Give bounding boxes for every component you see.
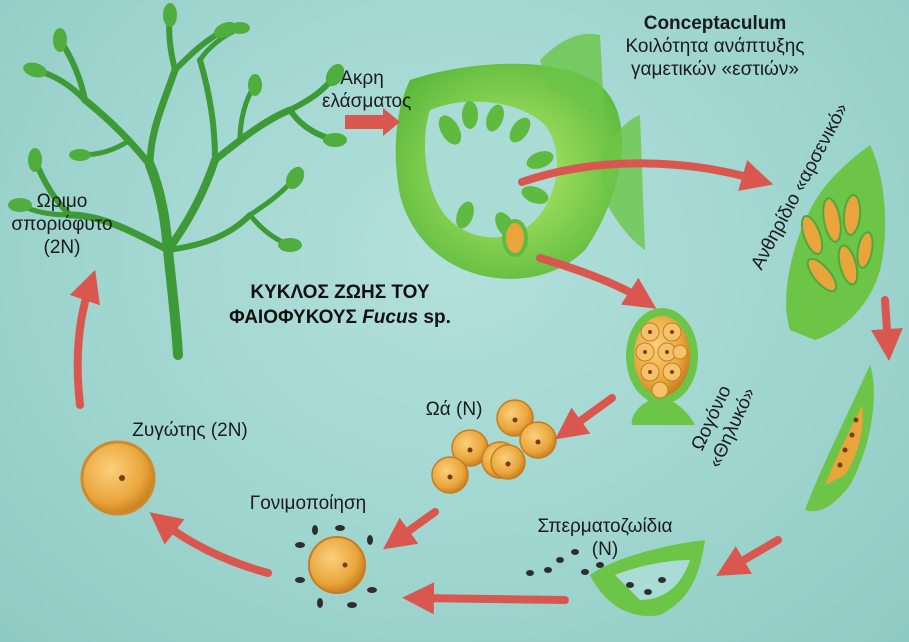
title-prefix: ΦΑΙΟΦΥΚΟΥΣ <box>229 307 357 328</box>
eggs-label-text: Ωά (Ν) <box>425 399 483 420</box>
diagram-title: ΚΥΚΛΟΣ ΖΩΗΣ ΤΟΥ ΦΑΙΟΦΥΚΟΥΣ Fucus sp. <box>205 280 475 330</box>
arrow-oogonium-to-eggs <box>555 394 616 440</box>
zygote-label-text: Ζυγώτης (2Ν) <box>132 420 248 441</box>
arrow-antheridium-down <box>870 296 903 361</box>
zygote-cell <box>80 440 156 516</box>
arrow-sperm-to-fertilization <box>402 582 569 615</box>
arrow-spindle-to-sperm <box>716 536 782 577</box>
conceptaculum-desc-line1: Κοιλότητα ανάπτυξης <box>625 36 805 57</box>
arrow-zygote-to-sporophyte <box>69 269 100 409</box>
sperm-label-line2: (Ν) <box>591 539 619 560</box>
arrow-fertilization-to-zygote <box>149 512 272 577</box>
sporophyte-label: Ωριμο σποριόφυτο (2Ν) <box>2 190 122 259</box>
eggs-cluster <box>431 399 557 494</box>
antheridium-spindle <box>805 365 874 512</box>
antheridium-illustration <box>786 145 886 340</box>
sporophyte-label-line1: Ωριμο <box>36 191 88 212</box>
title-line1: ΚΥΚΛΟΣ ΖΩΗΣ ΤΟΥ <box>250 282 430 303</box>
sporophyte-blade-tips <box>8 3 347 252</box>
conceptaculum-label: Conceptaculum Κοιλότητα ανάπτυξης γαμετι… <box>585 12 845 81</box>
title-suffix: sp. <box>423 307 451 328</box>
blade-tip-label-line1: Ακρη <box>340 68 384 89</box>
conceptaculum-section <box>395 33 645 279</box>
conceptaculum-desc-line2: γαμετικών «εστιών» <box>631 59 799 80</box>
eggs-label: Ωά (Ν) <box>414 398 494 421</box>
oogonium-illustration <box>626 308 698 425</box>
arrow-eggs-to-fertilization <box>383 508 439 550</box>
sperm-release <box>526 540 705 616</box>
fertilization-label: Γονιμοποίηση <box>233 492 383 515</box>
blade-tip-label: Ακρη ελάσματος <box>322 67 412 113</box>
sperm-label: Σπερματοζωίδια (Ν) <box>515 515 695 561</box>
blade-tip-label-line2: ελάσματος <box>322 91 412 112</box>
fertilization-label-text: Γονιμοποίηση <box>249 493 367 514</box>
sperm-label-line1: Σπερματοζωίδια <box>537 516 673 537</box>
arrow-conceptaculum-to-oogonium <box>536 254 657 309</box>
cycle-arrows <box>69 159 903 615</box>
title-genus: Fucus <box>362 307 419 328</box>
zygote-label: Ζυγώτης (2Ν) <box>115 419 265 442</box>
arrow-sporophyte-to-tip-head <box>383 108 400 136</box>
sporophyte-label-line2: σποριόφυτο <box>11 214 113 235</box>
title-line2: ΦΑΙΟΦΥΚΟΥΣ Fucus sp. <box>205 305 475 330</box>
arrow-conceptaculum-to-antheridium <box>518 159 774 191</box>
conceptaculum-title: Conceptaculum <box>643 13 787 34</box>
fertilization-egg <box>295 525 377 608</box>
sporophyte-label-line3: (2Ν) <box>43 237 81 258</box>
